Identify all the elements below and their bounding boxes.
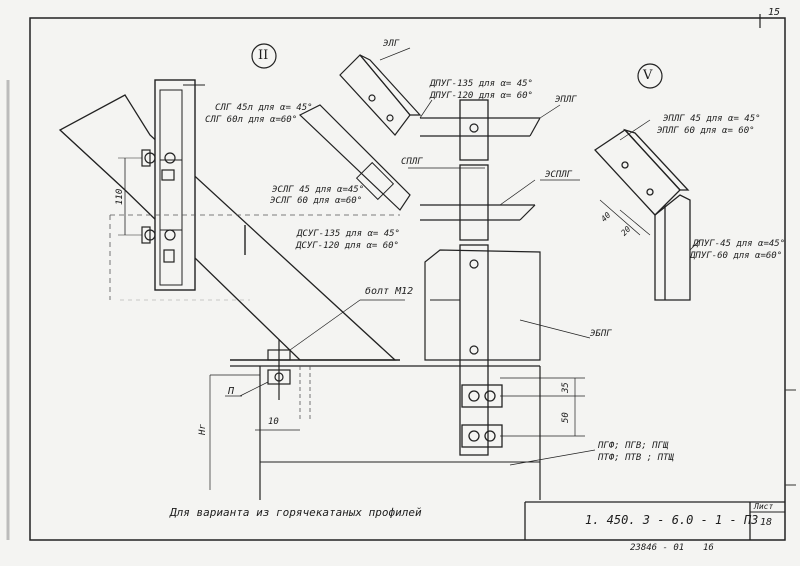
dim-40-line — [599, 199, 641, 236]
mid-plate — [459, 164, 489, 241]
lower-plate — [459, 244, 489, 456]
label-profiles1: ПГФ; ПГВ; ПГЩ — [598, 441, 669, 451]
sheet-label: Лист — [754, 502, 774, 511]
outer-frame — [29, 17, 786, 541]
ebpg-block — [424, 249, 541, 361]
eplg-detail — [594, 128, 690, 216]
label-dsug: ДСУГ-135 для α= 45° — [297, 229, 400, 239]
sheet-number: 18 — [760, 517, 773, 528]
label-dpug120: ДПУГ-120 для α= 60° — [430, 91, 533, 101]
eslg-element — [298, 104, 411, 211]
label-eslg: ЭСЛГ 45 для α=45° — [272, 185, 365, 195]
label-dpug: ДПУГ-135 для α= 45° — [430, 79, 533, 89]
label-profiles2: ПТФ; ПТВ ; ПТЩ — [598, 453, 674, 463]
dpug-detail — [654, 194, 691, 301]
label-eplg60: ЭПЛГ 60 для α= 60° — [657, 126, 755, 136]
upper-plate — [459, 99, 489, 161]
view-ii-label: II — [258, 48, 269, 63]
label-eplg45: ЭПЛГ 45 для α= 45° — [663, 114, 761, 124]
bolt-m12 — [267, 340, 291, 400]
label-dsug120: ДСУГ-120 для α= 60° — [296, 241, 399, 251]
inventory-number: 23846 - 01 — [630, 543, 685, 553]
label-p: П — [228, 386, 235, 397]
label-eslg60: ЭСЛГ 60 для α=60° — [270, 196, 363, 206]
bolt-leader — [289, 299, 361, 351]
format-number: 16 — [703, 543, 714, 553]
label-eplg: ЭПЛГ — [555, 95, 577, 105]
designation: 1. 450. 3 - 6.0 - 1 - ПЗ — [585, 513, 759, 527]
elg-element — [339, 54, 422, 136]
label-slg60: СЛГ 60л для α=60° — [205, 115, 298, 125]
label-hr: Hr — [198, 424, 208, 435]
label-dpug45: ДПУГ-45 для α=45° — [693, 239, 786, 249]
view-v-label: V — [643, 68, 653, 83]
label-esplg: ЭСПЛГ — [545, 170, 573, 180]
view-ii-marker — [251, 43, 277, 69]
label-dim50: 50 — [561, 412, 571, 423]
label-ebpg: ЭБПГ — [590, 329, 612, 339]
p-leader — [239, 381, 269, 397]
plate-edge — [59, 129, 126, 191]
bolt-group-lower — [461, 384, 503, 448]
stiffener-plate — [154, 79, 196, 291]
label-bolt: болт М12 — [365, 286, 414, 297]
label-slg: СЛГ 45л для α= 45° — [215, 103, 313, 113]
view-v-marker — [637, 63, 663, 89]
label-dim35: 35 — [561, 382, 571, 393]
label-splg: СПЛГ — [401, 157, 423, 167]
label-dpug60: ДПУГ-60 для α=60° — [690, 251, 783, 261]
footer-note: Для варианта из горячекатаных профилей — [170, 506, 422, 519]
label-dim10: 10 — [268, 417, 279, 427]
page-number: 15 — [768, 7, 781, 18]
label-dim110: 110 — [115, 188, 125, 205]
label-elg: ЭЛГ — [383, 39, 400, 49]
